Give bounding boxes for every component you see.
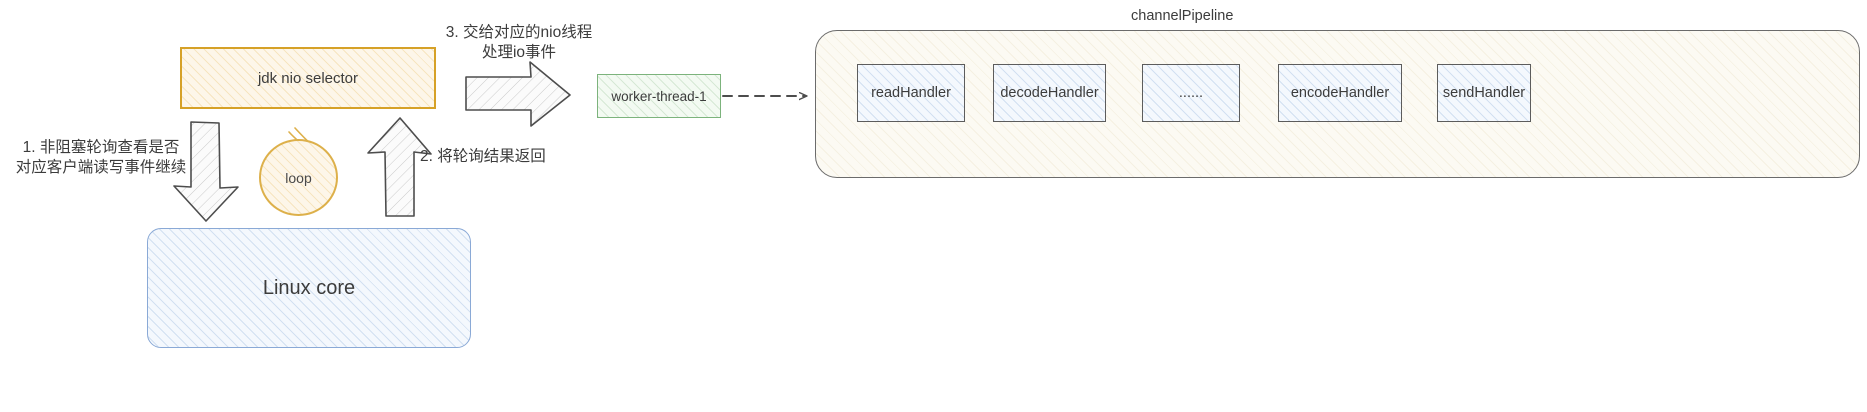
linux-core-label: Linux core — [262, 276, 356, 299]
loop-label: loop — [285, 169, 312, 186]
annotation-step-1: 1. 非阻塞轮询查看是否 对应客户端读写事件继续 — [15, 139, 187, 177]
jdk-nio-selector-box[interactable]: jdk nio selector — [180, 47, 436, 109]
handler-send-label: sendHandler — [1442, 85, 1526, 101]
handler-encode-label: encodeHandler — [1290, 85, 1390, 101]
worker-thread-box[interactable]: worker-thread-1 — [597, 74, 721, 118]
annotation-step-2: 2. 将轮询结果返回 — [420, 148, 546, 165]
channel-pipeline-title: channelPipeline — [1131, 8, 1234, 24]
handler-read[interactable]: readHandler — [857, 64, 965, 122]
worker-thread-label: worker-thread-1 — [611, 88, 707, 104]
handler-decode-label: decodeHandler — [1000, 85, 1099, 101]
handler-send[interactable]: sendHandler — [1437, 64, 1531, 122]
handler-read-label: readHandler — [871, 85, 951, 101]
loop-circle: loop — [259, 139, 338, 216]
jdk-nio-selector-label: jdk nio selector — [257, 69, 359, 87]
handler-encode[interactable]: encodeHandler — [1278, 64, 1402, 122]
arrow-right-block — [465, 61, 571, 127]
handler-ellipsis-label: ...... — [1178, 85, 1204, 101]
linux-core-box[interactable]: Linux core — [147, 228, 471, 348]
handler-ellipsis[interactable]: ...... — [1142, 64, 1240, 122]
annotation-step-3: 3. 交给对应的nio线程 处理io事件 — [445, 24, 593, 62]
handler-decode[interactable]: decodeHandler — [993, 64, 1106, 122]
